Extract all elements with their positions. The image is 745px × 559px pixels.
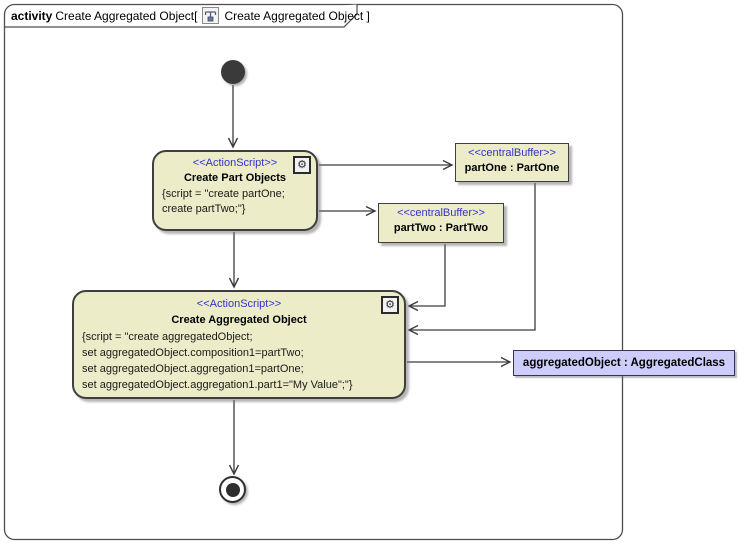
- script-line: {script = "create partOne;: [162, 188, 285, 200]
- stereotype-label: <<ActionScript>>: [192, 157, 278, 169]
- buffer-name: partTwo : PartTwo: [393, 222, 489, 234]
- action-script-body: {script = "create aggregatedObject; set …: [74, 329, 404, 393]
- activity-frame-border: [3, 3, 624, 541]
- stereotype-label: <<centralBuffer>>: [397, 207, 485, 219]
- gear-icon[interactable]: ⚙: [293, 156, 311, 174]
- objectnode-aggregatedobject[interactable]: aggregatedObject : AggregatedClass: [513, 350, 735, 376]
- stereotype-label: <<centralBuffer>>: [468, 147, 556, 159]
- centralbuffer-parttwo[interactable]: <<centralBuffer>> partTwo : PartTwo: [378, 203, 504, 243]
- action-create-part-objects[interactable]: <<ActionScript>> Create Part Objects {sc…: [152, 150, 318, 231]
- action-name: Create Aggregated Object: [171, 314, 307, 326]
- action-create-aggregated-object[interactable]: <<ActionScript>> Create Aggregated Objec…: [72, 290, 406, 399]
- activity-final-node[interactable]: [219, 476, 246, 503]
- edge-parttwo-to-createagg: [407, 244, 446, 312]
- gear-glyph: ⚙: [297, 158, 307, 171]
- frame-name-pre: Create Aggregated Object[: [55, 8, 198, 23]
- frame-label-tab: [4, 4, 358, 28]
- final-node-dot: [225, 482, 240, 497]
- script-line: create partTwo;"}: [162, 203, 246, 215]
- buffer-name: partOne : PartOne: [464, 162, 560, 174]
- centralbuffer-partone[interactable]: <<centralBuffer>> partOne : PartOne: [455, 143, 569, 182]
- script-line: set aggregatedObject.composition1=partTw…: [82, 347, 304, 359]
- frame-name-post: Create Aggregated Object ]: [224, 8, 370, 23]
- stereotype-label: <<ActionScript>>: [196, 298, 282, 310]
- edge-partone-to-createagg: [407, 183, 536, 336]
- action-name: Create Part Objects: [183, 172, 287, 184]
- script-line: {script = "create aggregatedObject;: [82, 331, 253, 343]
- script-line: set aggregatedObject.aggregation1.part1=…: [82, 379, 353, 391]
- activity-diagram-icon: [202, 7, 220, 24]
- frame-title: activity Create Aggregated Object[ Creat…: [11, 7, 370, 24]
- script-line: set aggregatedObject.aggregation1=partOn…: [82, 363, 304, 375]
- gear-glyph: ⚙: [385, 298, 395, 311]
- action-script-body: {script = "create partOne; create partTw…: [154, 187, 316, 217]
- initial-node[interactable]: [221, 60, 245, 84]
- frame-keyword: activity: [11, 8, 53, 23]
- gear-icon[interactable]: ⚙: [381, 296, 399, 314]
- object-name: aggregatedObject : AggregatedClass: [522, 356, 726, 369]
